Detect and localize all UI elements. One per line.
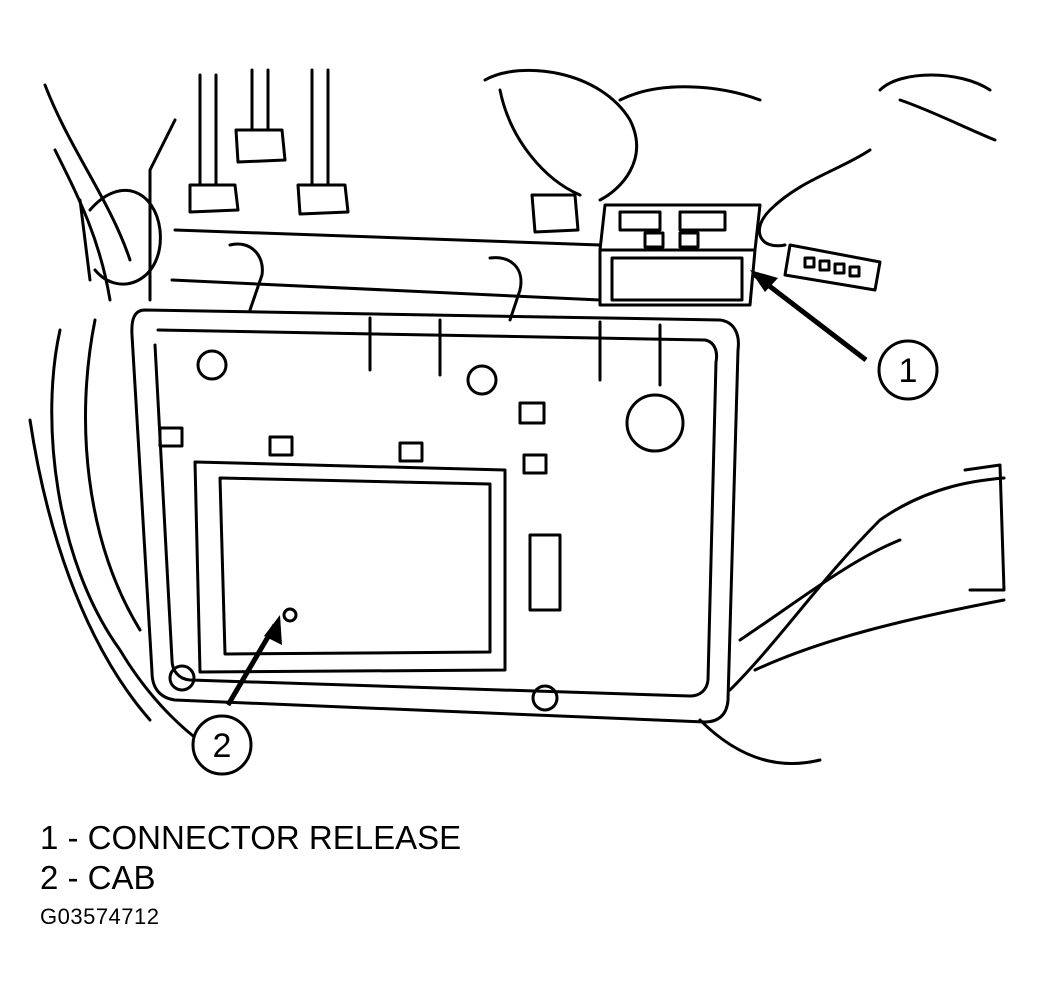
callout-2-circle — [191, 714, 253, 776]
bracket-right — [698, 463, 1006, 766]
hydraulic-unit — [78, 118, 602, 322]
callout-1-number: 1 — [899, 352, 918, 390]
connector — [598, 203, 882, 307]
legend-item-cab: 2 - CAB — [40, 859, 156, 896]
abs-module-illustration: 1 2 — [28, 68, 1006, 776]
legend: 1 - CONNECTOR RELEASE 2 - CAB — [40, 818, 461, 898]
brake-lines — [188, 68, 580, 234]
callout-1-circle — [877, 339, 939, 401]
legend-item-connector-release: 1 - CONNECTOR RELEASE — [40, 819, 462, 856]
hand-outline — [483, 68, 997, 248]
callout-2-arrow — [225, 623, 278, 707]
callout-2: 2 — [191, 615, 282, 776]
callout-1: 1 — [750, 270, 939, 401]
callout-2-number: 2 — [213, 727, 232, 765]
callout-1-arrow — [753, 273, 868, 362]
figure-id: G03574712 — [40, 904, 160, 929]
cab-module — [130, 308, 740, 724]
hose-left — [28, 83, 232, 762]
